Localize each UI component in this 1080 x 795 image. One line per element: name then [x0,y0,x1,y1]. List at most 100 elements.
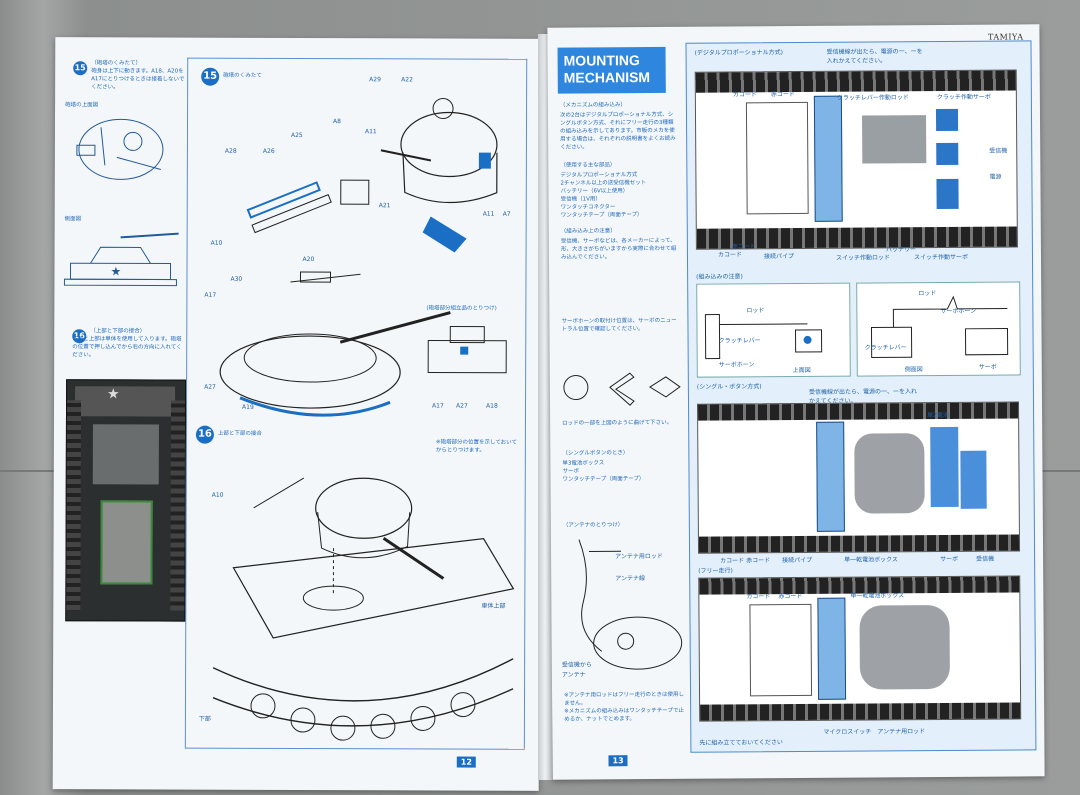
free-bottom-track [700,702,1021,721]
digital-label-power: 電源 [989,173,1002,181]
photo-left-track [66,400,82,611]
digital-motor-housing [745,101,809,215]
single-battery-box [854,433,925,514]
column-divider [184,57,189,748]
antenna-diagram [578,539,683,670]
turret-top-view-diagram [76,118,164,180]
free-label-black: カコード [746,593,771,601]
rod-note: ロッドの一部を上図のように曲げて下さい。 [562,419,673,427]
lower-label-a10: A10 [211,491,224,499]
part-label-a17: A17 [204,291,217,299]
single-bottom-track [698,534,1020,553]
caution-label-horn-2: サーボホーン [940,307,977,315]
chassis-photo: ★ [65,379,187,622]
section2-text: 受信機、サーボなどは、各メーカーによって、形、大きさがちがいますから実際に合わせ… [560,237,677,261]
step15-small-text: （砲塔のくみたて） 砲身は上下に動きます。A18、A20をA17にとりつけるとき… [91,60,185,91]
caution-side-view [856,281,1021,377]
digital-battery [862,115,927,164]
single-label-receiver: 受信機 [976,555,995,563]
free-gearbox [817,597,847,700]
photo-gearbox [92,424,159,485]
subassy-part-a27: A27 [456,402,468,410]
part-label-a22: A22 [401,76,413,84]
title-line1: MOUNTING [563,52,640,69]
section4-item: ワンタッチテープ（両面テープ） [562,476,645,483]
caution-top-svg [704,314,823,360]
servo-horn-diagram [563,372,681,406]
digital-switch-servo [936,178,959,210]
caution-label-clutch-2: クラッチレバー [864,344,907,352]
part-label-a19: A19 [242,403,254,411]
part-label-a27: A27 [204,383,216,391]
digital-label-red-cord: 赤コード [770,91,795,99]
side-view-label: 側面図 [64,216,82,223]
subassy-part-a17: A17 [432,402,444,410]
digital-label-black-cord-2: カコード [717,251,743,259]
step16-small-text: （上部と下部の接合） 下部と上部は単体を使用して入ります。砲塔の位置で押し込んで… [72,328,182,359]
section1-item: ワンタッチテープ（両面テープ） [560,212,643,219]
single-label-red: 赤コード [746,557,771,565]
lower-label-upper-hull: 車体上部 [481,602,506,610]
caution-top-view [696,282,851,378]
digital-label-black-cord: カコード [732,91,757,99]
free-label-microswitch: マイクロスイッチ [823,728,872,736]
antenna-rod-label: アンテナ用ロッド [615,552,663,561]
single-label-servo: サーボ [940,555,959,563]
section1-heading: （使用する主な部品） [560,162,616,169]
section2-heading: （組み込み上の注意） [560,228,616,235]
free-label-box: 単一乾電池ボックス [850,592,905,600]
digital-label-red-cord-2: 赤コード [731,243,756,251]
right-page: TAMIYA MOUNTING MECHANISM （メカニズムの組み込み） 次… [547,24,1045,780]
left-page: 15 （砲塔のくみたて） 砲身は上下に動きます。A18、A20をA17にとりつけ… [52,37,542,791]
caution-label-top-view: 上面図 [792,366,811,375]
digital-gearbox [813,95,843,222]
mechanism-diagram-panel: (デジタルプロポーショナル方式) 受信機線が出たら、電源の一、ーを入れかえてくだ… [685,40,1037,753]
photo-right-track [170,400,186,611]
antenna-wire-label: アンテナ線 [615,575,646,583]
digital-label-battery: バッテリー [885,246,916,254]
intro-heading: （メカニズムの組み込み） [559,102,626,109]
part-label-a26: A26 [262,147,275,155]
subassy-label: (砲塔部分組立品のとりつけ) [426,305,497,312]
lower-label-lower-hull: 下部 [198,715,211,723]
tank-side-view-diagram: ★ [63,232,179,287]
digital-label-clutch-servo: クラッチ作動サーボ [936,93,991,102]
top-rule [187,57,528,60]
part-label-a21: A21 [378,202,391,210]
caution-label-horn: サーボホーン [718,361,755,369]
hull-assembly-diagram [212,477,515,741]
subassy-part-a18: A18 [486,402,498,410]
bottom-notes: ※アンテナ用ロッドはフリー走行のときは使用しません。 ※メカニズムの組み込みはワ… [564,691,684,723]
diagram-note-1: 受信機線が出たら、電源の一、ーを入れかえてください。 [826,48,923,65]
digital-label-clutch-rod: クラッチレバー作動ロッド [836,94,909,102]
turret-assembly-diagram [219,98,498,417]
footer-note: 先に組み立てておいてください [699,739,783,747]
part-label-a11: A11 [364,128,377,136]
digital-label-receiver: 受信機 [989,147,1008,155]
free-label-antenna-rod: アンテナ用ロッド [877,728,926,736]
digital-label-pipe: 接続パイプ [763,253,795,261]
star-icon: ★ [107,386,120,403]
part-label-a7: A7 [502,210,511,218]
mounting-mechanism-title: MOUNTING MECHANISM [557,46,666,94]
photo-battery [100,500,153,585]
free-battery-box [859,604,951,690]
diagram-title-free: (フリー走行) [698,567,733,575]
caution-label-side-view: 側面図 [904,366,923,374]
photo-hull-top [74,386,176,417]
single-top-track [698,402,1019,421]
single-label-black: カコード [720,557,745,565]
part-label-a28: A28 [224,147,237,155]
section4-heading: （シングルボタンのとき） [562,450,629,457]
section1-list: デジタルプロポーショナル方式 2チャンネル以上の送受信機セット バッテリー（6V… [560,171,678,220]
title-line2: MECHANISM [563,69,651,86]
digital-clutch-servo [935,108,959,132]
step15-small-circle: 15 [73,61,88,76]
free-label-red: 赤コード [778,592,803,601]
right-page-number: 13 [608,755,628,767]
single-chassis-diagram [697,401,1021,554]
caution-label-rod: ロッド [746,307,765,315]
single-label-pipe: 接続パイプ [782,556,813,565]
diagram-title-digital: (デジタルプロポーショナル方式) [694,49,784,57]
single-receiver [960,450,987,509]
